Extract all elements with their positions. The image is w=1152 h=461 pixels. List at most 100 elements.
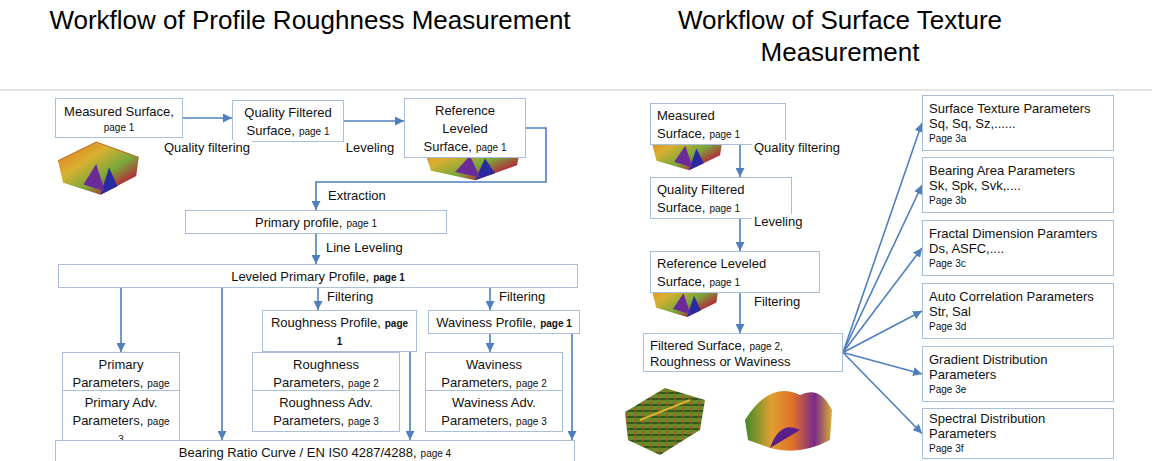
edge-label: Extraction — [326, 188, 388, 203]
box-text: Page 3b — [929, 193, 1107, 208]
box-text: Page 3d — [929, 319, 1107, 334]
box-text: Gradient Distribution Parameters — [929, 352, 1107, 382]
box-text: Surface Texture Parameters — [929, 101, 1107, 116]
box-text-group: Gradient Distribution ParametersPage 3e — [929, 352, 1107, 397]
flow-arrow — [409, 352, 411, 440]
flow-arrow — [843, 185, 922, 353]
box-text: page 4 — [421, 448, 452, 459]
box-text: Page 3c — [929, 256, 1107, 271]
flow-arrow — [221, 288, 223, 440]
box-text: page 1 — [709, 203, 740, 214]
box-text: Page 3e — [929, 382, 1107, 397]
box-text: Str, Sal — [929, 304, 1107, 319]
box-text-group: Quality Filtered Surface,page 1 — [657, 180, 785, 216]
surface-image — [58, 142, 139, 195]
box-text: Bearing Ratio Curve / EN IS0 4287/4288, — [179, 445, 417, 460]
edge-label: Leveling — [752, 214, 804, 229]
box-text-group: Surface Texture ParametersSq, Sq, Sz,...… — [929, 101, 1107, 146]
box-text: Primary profile, — [255, 215, 342, 230]
roughness-surface-image — [625, 388, 705, 455]
edge-label: Filtering — [325, 289, 375, 304]
box-text: Roughness or Waviness — [650, 354, 836, 369]
process-box: Fractal Dimension ParamtersDs, ASFC,....… — [922, 220, 1114, 276]
box-text: page 3 — [516, 416, 547, 427]
box-text: page 1 — [476, 142, 507, 153]
box-text-group: Roughness Profile,page 1 — [269, 313, 410, 349]
box-text: Sq, Sq, Sz,...... — [929, 116, 1107, 131]
process-box: Spectral Distribution ParametersPage 3f — [922, 408, 1114, 459]
box-text-group: Reference Leveled Surface,page 1 — [657, 254, 813, 290]
process-box: Bearing Ratio Curve / EN IS0 4287/4288, p… — [55, 440, 575, 461]
flow-arrow — [739, 145, 741, 177]
box-text: Waviness Profile, — [436, 315, 536, 330]
process-box: Quality Filtered Surface,page 1 — [232, 100, 344, 142]
box-text: Leveled Primary Profile, — [231, 269, 369, 284]
flow-arrow — [344, 120, 404, 122]
edge-label: Quality filtering — [752, 140, 842, 155]
process-box: Waviness Profile,page 1 — [428, 310, 580, 334]
process-box: Quality Filtered Surface,page 1 — [650, 177, 792, 219]
waviness-surface-image — [745, 391, 832, 451]
box-text: Filtered Surface, — [650, 338, 745, 353]
box-text: page 2 — [348, 378, 379, 389]
flow-arrow — [843, 248, 922, 353]
process-box: Primary profile, page 1 — [185, 210, 447, 234]
box-text: Auto Correlation Parameters — [929, 289, 1107, 304]
flow-arrow — [183, 117, 232, 119]
box-text: page 1 — [62, 120, 176, 135]
flow-arrow — [571, 334, 573, 440]
box-text-group: Waviness Adv. Parameters,page 3 — [432, 393, 556, 429]
heading-title: Workflow of Surface Texture Measurement — [620, 4, 1060, 68]
edge-label: Leveling — [344, 140, 396, 155]
box-text-group: Auto Correlation ParametersStr, SalPage … — [929, 289, 1107, 334]
edge-label: Line Leveling — [324, 240, 405, 255]
box-text-group: Roughness Parameters,page 2 — [259, 355, 393, 391]
box-text: page 3 — [348, 416, 379, 427]
box-text-group: Measured Surface,page 1 — [62, 102, 176, 135]
box-text: Primary Adv. Parameters, — [72, 395, 157, 428]
box-text-group: Roughness Adv. Parameters,page 3 — [259, 393, 393, 429]
process-box: Roughness Profile,page 1 — [262, 310, 417, 352]
box-text-group: Primary profile, page 1 — [192, 213, 440, 231]
edge-label: Filtering — [752, 294, 802, 309]
divider-line — [0, 90, 1152, 91]
flow-arrow — [843, 311, 922, 353]
edge-label: Quality filtering — [162, 140, 252, 155]
box-text-group: Leveled Primary Profile,page 1 — [65, 267, 571, 285]
flow-arrow — [317, 288, 319, 310]
flow-arrow — [489, 334, 491, 352]
process-box: Bearing Area ParametersSk, Spk, Svk,....… — [922, 157, 1114, 213]
box-text: Primary Parameters, — [72, 357, 143, 390]
flow-arrow — [843, 123, 922, 353]
box-text: Spectral Distribution Parameters — [929, 411, 1107, 441]
flow-arrow — [315, 234, 317, 264]
box-text: page 1 — [709, 129, 740, 140]
flow-arrow — [843, 353, 922, 375]
process-box: Leveled Primary Profile,page 1 — [58, 264, 578, 288]
process-box: Filtered Surface, page 2, Roughness or Wav… — [643, 333, 843, 372]
box-text: page 2, — [749, 341, 782, 352]
heading-title: Workflow of Profile Roughness Measuremen… — [40, 4, 580, 36]
flow-arrow — [739, 219, 741, 251]
flow-arrow — [120, 288, 122, 352]
flow-arrow — [739, 293, 741, 333]
box-text-group: Primary Adv. Parameters,page 3 — [69, 393, 173, 447]
box-text: page 1 — [346, 218, 377, 229]
process-box: Waviness Adv. Parameters,page 3 — [425, 390, 563, 432]
box-text-group: Fractal Dimension ParamtersDs, ASFC,....… — [929, 226, 1107, 271]
box-text: Waviness Parameters, — [441, 357, 522, 390]
process-box: Gradient Distribution ParametersPage 3e — [922, 346, 1114, 402]
box-text-group: Waviness Profile,page 1 — [435, 313, 573, 331]
box-text: page 1 — [709, 277, 740, 288]
box-text-group: Measured Surface,page 1 — [657, 106, 779, 142]
process-box: Measured Surface,page 1 — [55, 98, 183, 138]
process-box: Roughness Adv. Parameters,page 3 — [252, 390, 400, 432]
box-text: Fractal Dimension Paramters — [929, 226, 1107, 241]
flow-arrow — [489, 288, 491, 310]
box-text: Sk, Spk, Svk,.... — [929, 178, 1107, 193]
box-text: Page 3a — [929, 131, 1107, 146]
box-text: Roughness Parameters, — [273, 357, 359, 390]
process-box: Measured Surface,page 1 — [650, 103, 786, 145]
process-box: Surface Texture ParametersSq, Sq, Sz,...… — [922, 95, 1114, 151]
box-text: page 2 — [516, 378, 547, 389]
